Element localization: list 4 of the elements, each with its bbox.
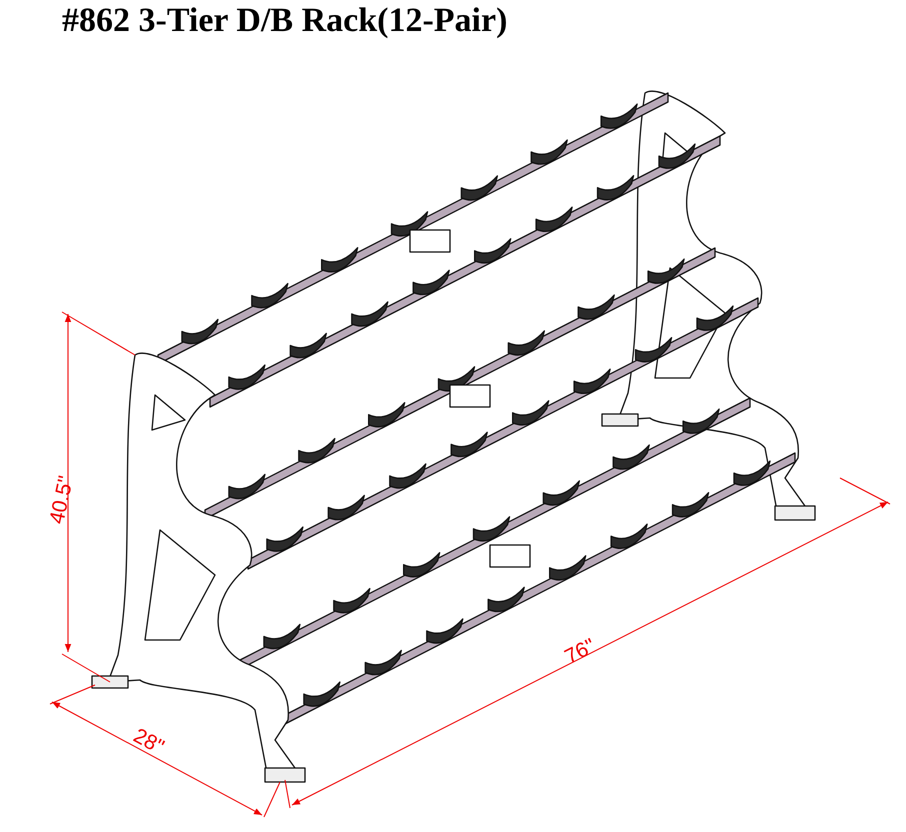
- title: #862 3-Tier D/B Rack(12-Pair): [62, 2, 508, 40]
- dimension-label: 76": [561, 634, 600, 670]
- dimension-label: 40.5": [45, 474, 79, 526]
- dimension-label: 28": [129, 724, 168, 760]
